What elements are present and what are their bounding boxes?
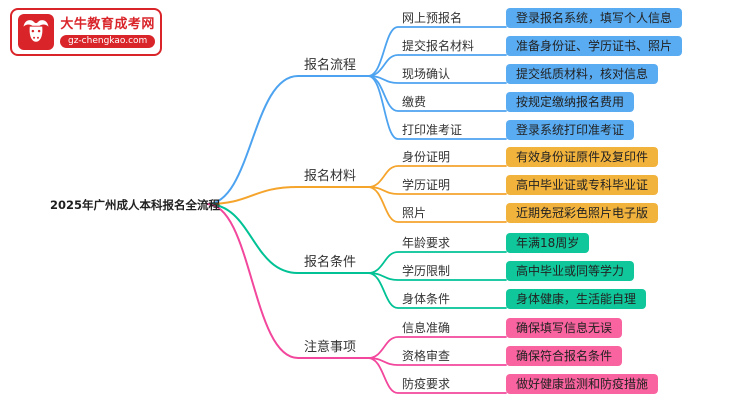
bull-icon <box>18 14 54 50</box>
connector <box>367 54 507 77</box>
node-value: 登录报名系统，填写个人信息 <box>506 8 683 28</box>
connector <box>367 336 507 359</box>
node-label: 资格审查 <box>402 349 451 363</box>
connector <box>206 203 369 274</box>
connector <box>367 272 507 309</box>
node-label: 信息准确 <box>402 321 451 335</box>
node-value: 高中毕业证或专科毕业证 <box>506 175 659 195</box>
node-value: 确保填写信息无误 <box>506 318 623 338</box>
brand-name: 大牛教育成考网 <box>60 16 155 32</box>
connector <box>206 186 369 205</box>
node-value: 确保符合报名条件 <box>506 346 623 366</box>
node-label: 学历证明 <box>402 178 451 192</box>
node-value: 准备身份证、学历证书、照片 <box>506 36 683 56</box>
node-value: 按规定缴纳报名费用 <box>506 92 635 112</box>
connector <box>367 251 507 274</box>
node-label: 学历限制 <box>402 264 451 278</box>
root-node: 2025年广州成人本科报名全流程 <box>50 198 221 212</box>
node-label: 防疫要求 <box>402 377 451 391</box>
connector <box>206 203 369 359</box>
node-value: 身体健康，生活能自理 <box>506 289 647 309</box>
node-label: 提交报名材料 <box>402 39 475 53</box>
node-value: 提交纸质材料，核对信息 <box>506 64 659 84</box>
connector <box>367 186 507 223</box>
connector <box>367 357 507 394</box>
node-value: 做好健康监测和防疫措施 <box>506 374 659 394</box>
node-label: 身体条件 <box>402 292 451 306</box>
node-label: 打印准考证 <box>402 123 463 137</box>
connector <box>367 75 507 140</box>
node-label: 网上预报名 <box>402 11 463 25</box>
node-label: 年龄要求 <box>402 236 451 250</box>
connector <box>206 75 369 205</box>
node-value: 登录系统打印准考证 <box>506 120 635 140</box>
node-value: 高中毕业或同等学力 <box>506 261 635 281</box>
branch-label-conditions: 报名条件 <box>304 255 357 270</box>
branch-label-notes: 注意事项 <box>304 340 357 355</box>
branch-label-materials: 报名材料 <box>304 169 357 184</box>
node-value: 有效身份证原件及复印件 <box>506 147 659 167</box>
connector <box>367 165 507 188</box>
node-label: 现场确认 <box>402 67 451 81</box>
node-value: 年满18周岁 <box>506 233 590 253</box>
node-label: 缴费 <box>402 95 427 109</box>
node-value: 近期免冠彩色照片电子版 <box>506 203 659 223</box>
node-label: 照片 <box>402 206 427 220</box>
site-domain: gz-chengkao.com <box>60 34 156 48</box>
site-logo[interactable]: 大牛教育成考网 gz-chengkao.com <box>10 8 162 56</box>
branch-label-process: 报名流程 <box>304 58 357 73</box>
node-label: 身份证明 <box>402 150 451 164</box>
logo-text: 大牛教育成考网 gz-chengkao.com <box>60 16 156 48</box>
